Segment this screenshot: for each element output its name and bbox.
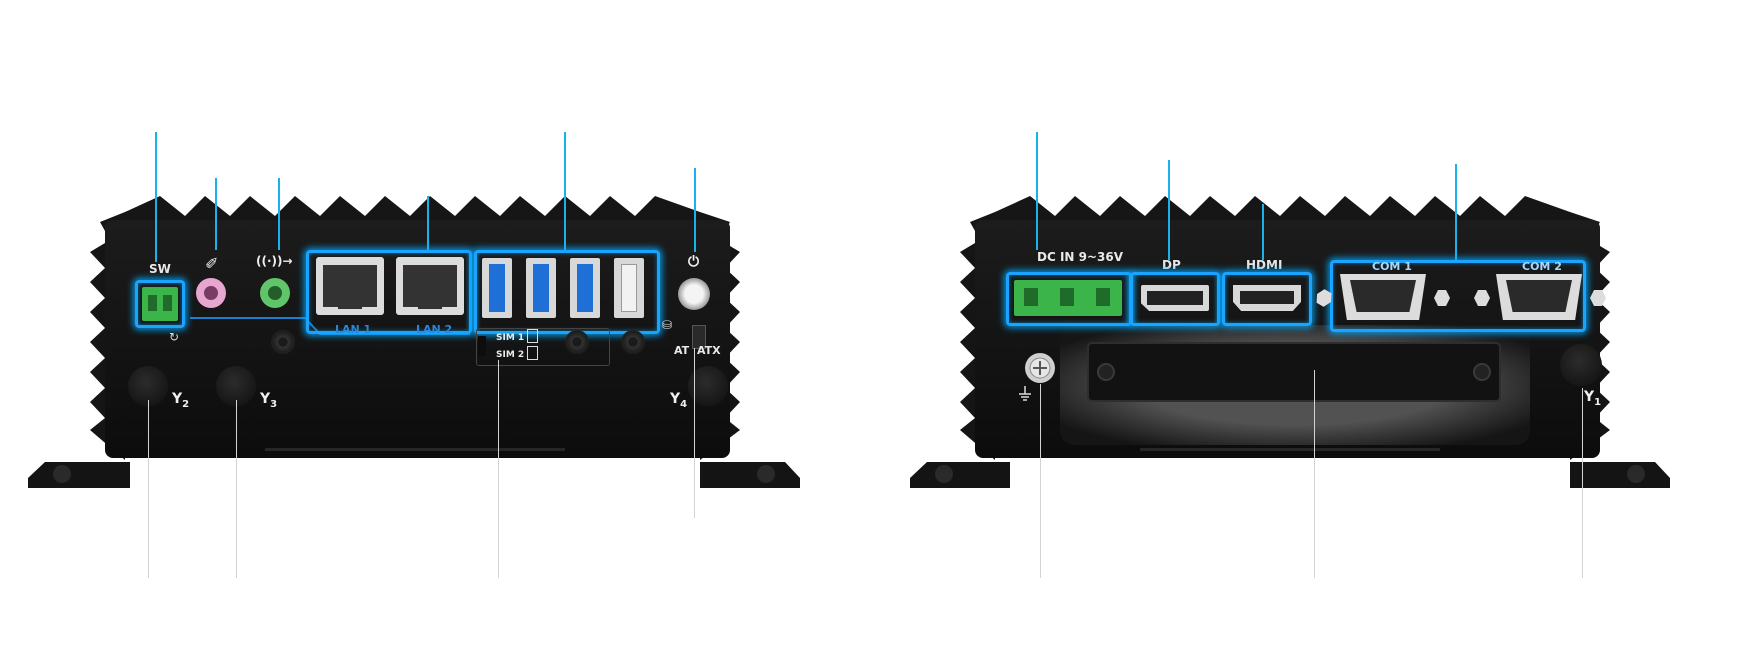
- usb3-port-3[interactable]: [570, 258, 600, 318]
- callout-antenna-2: [148, 400, 149, 578]
- displayport[interactable]: [1141, 285, 1209, 311]
- hdmi-highlight: [1222, 272, 1312, 326]
- front-unit-body: [28, 196, 800, 488]
- dcin-terminal[interactable]: [1014, 280, 1122, 316]
- at-atx-switch[interactable]: [692, 325, 706, 349]
- lan1-port[interactable]: [316, 257, 384, 315]
- com1-label: COM 1: [1372, 260, 1412, 273]
- antenna-port-2[interactable]: [128, 366, 168, 406]
- lan2-port[interactable]: [396, 257, 464, 315]
- dp-label: DP: [1162, 258, 1181, 272]
- audio-out-icon: ((·))→: [256, 254, 293, 268]
- antenna-port-1[interactable]: [1560, 344, 1602, 386]
- power-button[interactable]: [678, 278, 710, 310]
- com1-right-standoff: [1434, 290, 1450, 306]
- power-switch-terminal-highlight: [135, 280, 185, 328]
- sim2-label: SIM 2: [496, 350, 525, 360]
- callout-expansion-bay: [1314, 370, 1315, 578]
- atx-label: ATX: [697, 344, 721, 357]
- com-ports-highlight: [1330, 260, 1586, 332]
- usb2-port[interactable]: [614, 258, 644, 318]
- antenna-1-icon: Y1: [1584, 389, 1602, 408]
- sim1-label: SIM 1: [496, 333, 525, 343]
- antenna-2-icon: Y2: [172, 391, 190, 410]
- front-screw-2: [565, 330, 589, 354]
- usb3-port-1[interactable]: [482, 258, 512, 318]
- mic-in-jack[interactable]: [196, 278, 226, 308]
- rear-unit-body: [910, 196, 1670, 488]
- front-screw-3: [621, 330, 645, 354]
- dp-highlight: [1130, 272, 1220, 326]
- lan2-label: LAN 2: [416, 323, 453, 336]
- com1-port[interactable]: [1340, 274, 1426, 320]
- callout-power: [694, 168, 696, 252]
- callout-line-out: [278, 178, 280, 250]
- callout-mic: [215, 178, 217, 250]
- lan-ports-highlight: [306, 250, 472, 334]
- microphone-icon: ✐: [205, 254, 219, 273]
- callout-usb: [564, 132, 566, 250]
- usb-ports-highlight: [474, 250, 660, 334]
- lan1-label: LAN 1: [335, 323, 372, 336]
- com2-label: COM 2: [1522, 260, 1562, 273]
- line-out-jack[interactable]: [260, 278, 290, 308]
- sim2-card-icon: [527, 346, 538, 360]
- front-screw-1: [271, 330, 295, 354]
- callout-sim: [498, 360, 499, 578]
- hdmi-port[interactable]: [1233, 285, 1301, 311]
- hdmi-label: HDMI: [1246, 258, 1283, 272]
- storage-led-icon: ⛁: [662, 318, 673, 332]
- callout-dp: [1168, 160, 1170, 260]
- com2-port[interactable]: [1496, 274, 1582, 320]
- antenna-port-3[interactable]: [216, 366, 256, 406]
- com2-right-standoff: [1590, 290, 1606, 306]
- callout-dcin: [1036, 132, 1038, 250]
- antenna-3-icon: Y3: [260, 391, 278, 410]
- callout-lan: [427, 196, 429, 250]
- power-icon: ⏻: [688, 254, 700, 270]
- sim-slot[interactable]: [478, 336, 486, 356]
- callout-at-atx: [694, 348, 695, 518]
- power-switch-terminal[interactable]: [142, 287, 178, 321]
- com2-left-standoff: [1474, 290, 1490, 306]
- sw-label: SW: [149, 262, 171, 276]
- sim1-card-icon: [527, 329, 538, 343]
- dcin-label: DC IN 9~36V: [1037, 250, 1124, 264]
- callout-antenna-3: [236, 400, 237, 578]
- callout-hdmi: [1262, 204, 1264, 260]
- dcin-highlight: [1006, 272, 1132, 326]
- callout-sw: [155, 132, 157, 262]
- at-label: AT: [674, 344, 690, 357]
- sim-slot-panel: [476, 328, 610, 366]
- usb3-port-2[interactable]: [526, 258, 556, 318]
- callout-com: [1455, 164, 1457, 260]
- callout-ground: [1040, 384, 1041, 578]
- antenna-4-icon: Y4: [670, 391, 688, 410]
- power-cycle-icon: ↻: [169, 330, 180, 344]
- callout-antenna-1: [1582, 388, 1583, 578]
